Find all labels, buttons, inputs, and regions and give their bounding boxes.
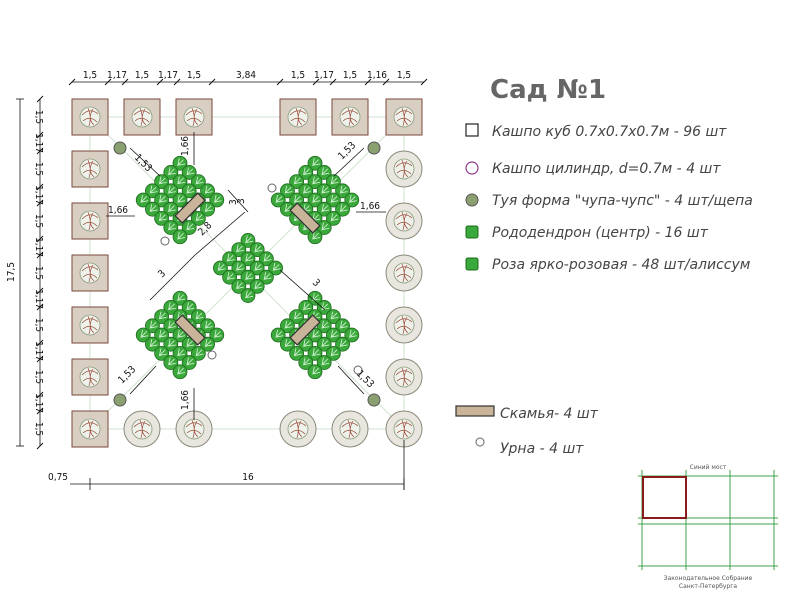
center-label-5: 3	[310, 277, 322, 289]
diag-label-1: 1,53	[132, 152, 154, 174]
offset-label: 0,75	[48, 472, 68, 483]
top-dim-label: 1,17	[158, 70, 178, 81]
legend-text-4: Рододендрон (центр) - 16 шт	[492, 225, 709, 241]
rose-icon	[465, 257, 479, 271]
bench-icon	[455, 405, 495, 417]
square-planter	[175, 98, 213, 136]
round-planter	[385, 150, 423, 188]
top-dim-label: 1,5	[397, 70, 411, 81]
square-planter	[71, 410, 109, 448]
thujas	[113, 141, 381, 407]
center-label-4: 3	[156, 268, 168, 280]
left-dim-label: 1,5	[33, 110, 44, 124]
vert-label-1: 1,66	[180, 136, 191, 156]
top-dim-label: 1,5	[135, 70, 149, 81]
round-planter	[385, 202, 423, 240]
thuja-icon	[465, 193, 479, 207]
rose-cluster	[267, 287, 363, 383]
round-planter	[385, 254, 423, 292]
left-dim-label: 1,17	[33, 185, 44, 205]
minimap-top-label: Синий мост	[690, 464, 727, 471]
square-planter	[71, 254, 109, 292]
square-planter	[71, 150, 109, 188]
top-dim-label: 1,5	[291, 70, 305, 81]
square-planter-icon	[465, 123, 479, 137]
legend-text-6: Скамья- 4 шт	[500, 406, 599, 422]
square-planter	[71, 202, 109, 240]
rose-cluster	[267, 152, 363, 248]
round-planter	[123, 410, 161, 448]
total-height-label: 17,5	[6, 262, 17, 282]
left-dim-label: 1,5	[33, 318, 44, 332]
legend-text-5: Роза ярко-розовая - 48 шт/алиссум	[492, 257, 751, 273]
top-dim-label: 1,5	[187, 70, 201, 81]
rhododendron-icon	[465, 225, 479, 239]
horiz-label-2: 1,66	[360, 201, 380, 212]
left-dim-label: 1,5	[33, 422, 44, 436]
top-dim-label: 1,16	[367, 70, 387, 81]
benches	[174, 192, 321, 346]
round-planter	[279, 410, 317, 448]
rose-cluster	[210, 230, 286, 306]
round-planter	[331, 410, 369, 448]
top-dim-label: 1,17	[314, 70, 334, 81]
plan-title: Сад №1	[490, 75, 606, 105]
left-dim-label: 1,17	[33, 289, 44, 309]
center-label-2: 3	[236, 198, 247, 204]
square-planter	[71, 98, 109, 136]
garden-location-marker	[642, 476, 687, 519]
total-width-label: 16	[242, 472, 254, 483]
square-planter	[71, 358, 109, 396]
left-dim-label: 1,5	[33, 266, 44, 280]
diag-label-2: 1,53	[336, 140, 358, 162]
square-planters	[71, 98, 423, 448]
legend: Кашпо куб 0.7х0.7х0.7м - 96 шт Кашпо цил…	[455, 123, 753, 457]
minimap-bottom-label-2: Санкт-Петербурга	[679, 583, 737, 590]
center-label-1: 3	[228, 199, 239, 205]
left-dim-label: 1,5	[33, 370, 44, 384]
top-dim-label: 1,17	[107, 70, 127, 81]
square-planter	[71, 306, 109, 344]
rose-cluster	[132, 287, 228, 383]
top-dim-label: 3,84	[236, 70, 256, 81]
left-dim-label: 1,17	[33, 393, 44, 413]
plant-clusters	[132, 152, 363, 383]
legend-text-7: Урна - 4 шт	[500, 441, 584, 457]
left-dim-label: 1,17	[33, 237, 44, 257]
diag-label-3: 1,53	[116, 364, 138, 386]
minimap-bottom-label-1: Законодательное Собрание	[664, 575, 753, 582]
top-dim-label: 1,5	[83, 70, 97, 81]
top-dim-label: 1,5	[343, 70, 357, 81]
left-dim-label: 1,17	[33, 133, 44, 153]
dimension-ticks	[36, 78, 428, 450]
cylinder-planter-icon	[465, 161, 479, 175]
legend-text-1: Кашпо куб 0.7х0.7х0.7м - 96 шт	[492, 124, 727, 140]
urns	[160, 183, 363, 375]
urn-icon	[475, 437, 485, 447]
left-dim-label: 1,5	[33, 162, 44, 176]
square-planter	[385, 98, 423, 136]
dimension-lines	[16, 81, 424, 490]
legend-text-2: Кашпо цилиндр, d=0.7м - 4 шт	[492, 161, 721, 177]
legend-text-3: Туя форма "чупа-чупс" - 4 шт/щепа	[492, 193, 753, 209]
round-planter	[385, 306, 423, 344]
location-minimap: Синий мост Законодательное Собрание Санк…	[638, 464, 778, 590]
vert-label-2: 1,66	[180, 390, 191, 410]
square-planter	[279, 98, 317, 136]
left-dim-label: 1,17	[33, 341, 44, 361]
square-planter	[331, 98, 369, 136]
left-dim-label: 1,5	[33, 214, 44, 228]
horiz-label-1: 1,66	[108, 205, 128, 216]
round-planter	[385, 358, 423, 396]
square-planter	[123, 98, 161, 136]
